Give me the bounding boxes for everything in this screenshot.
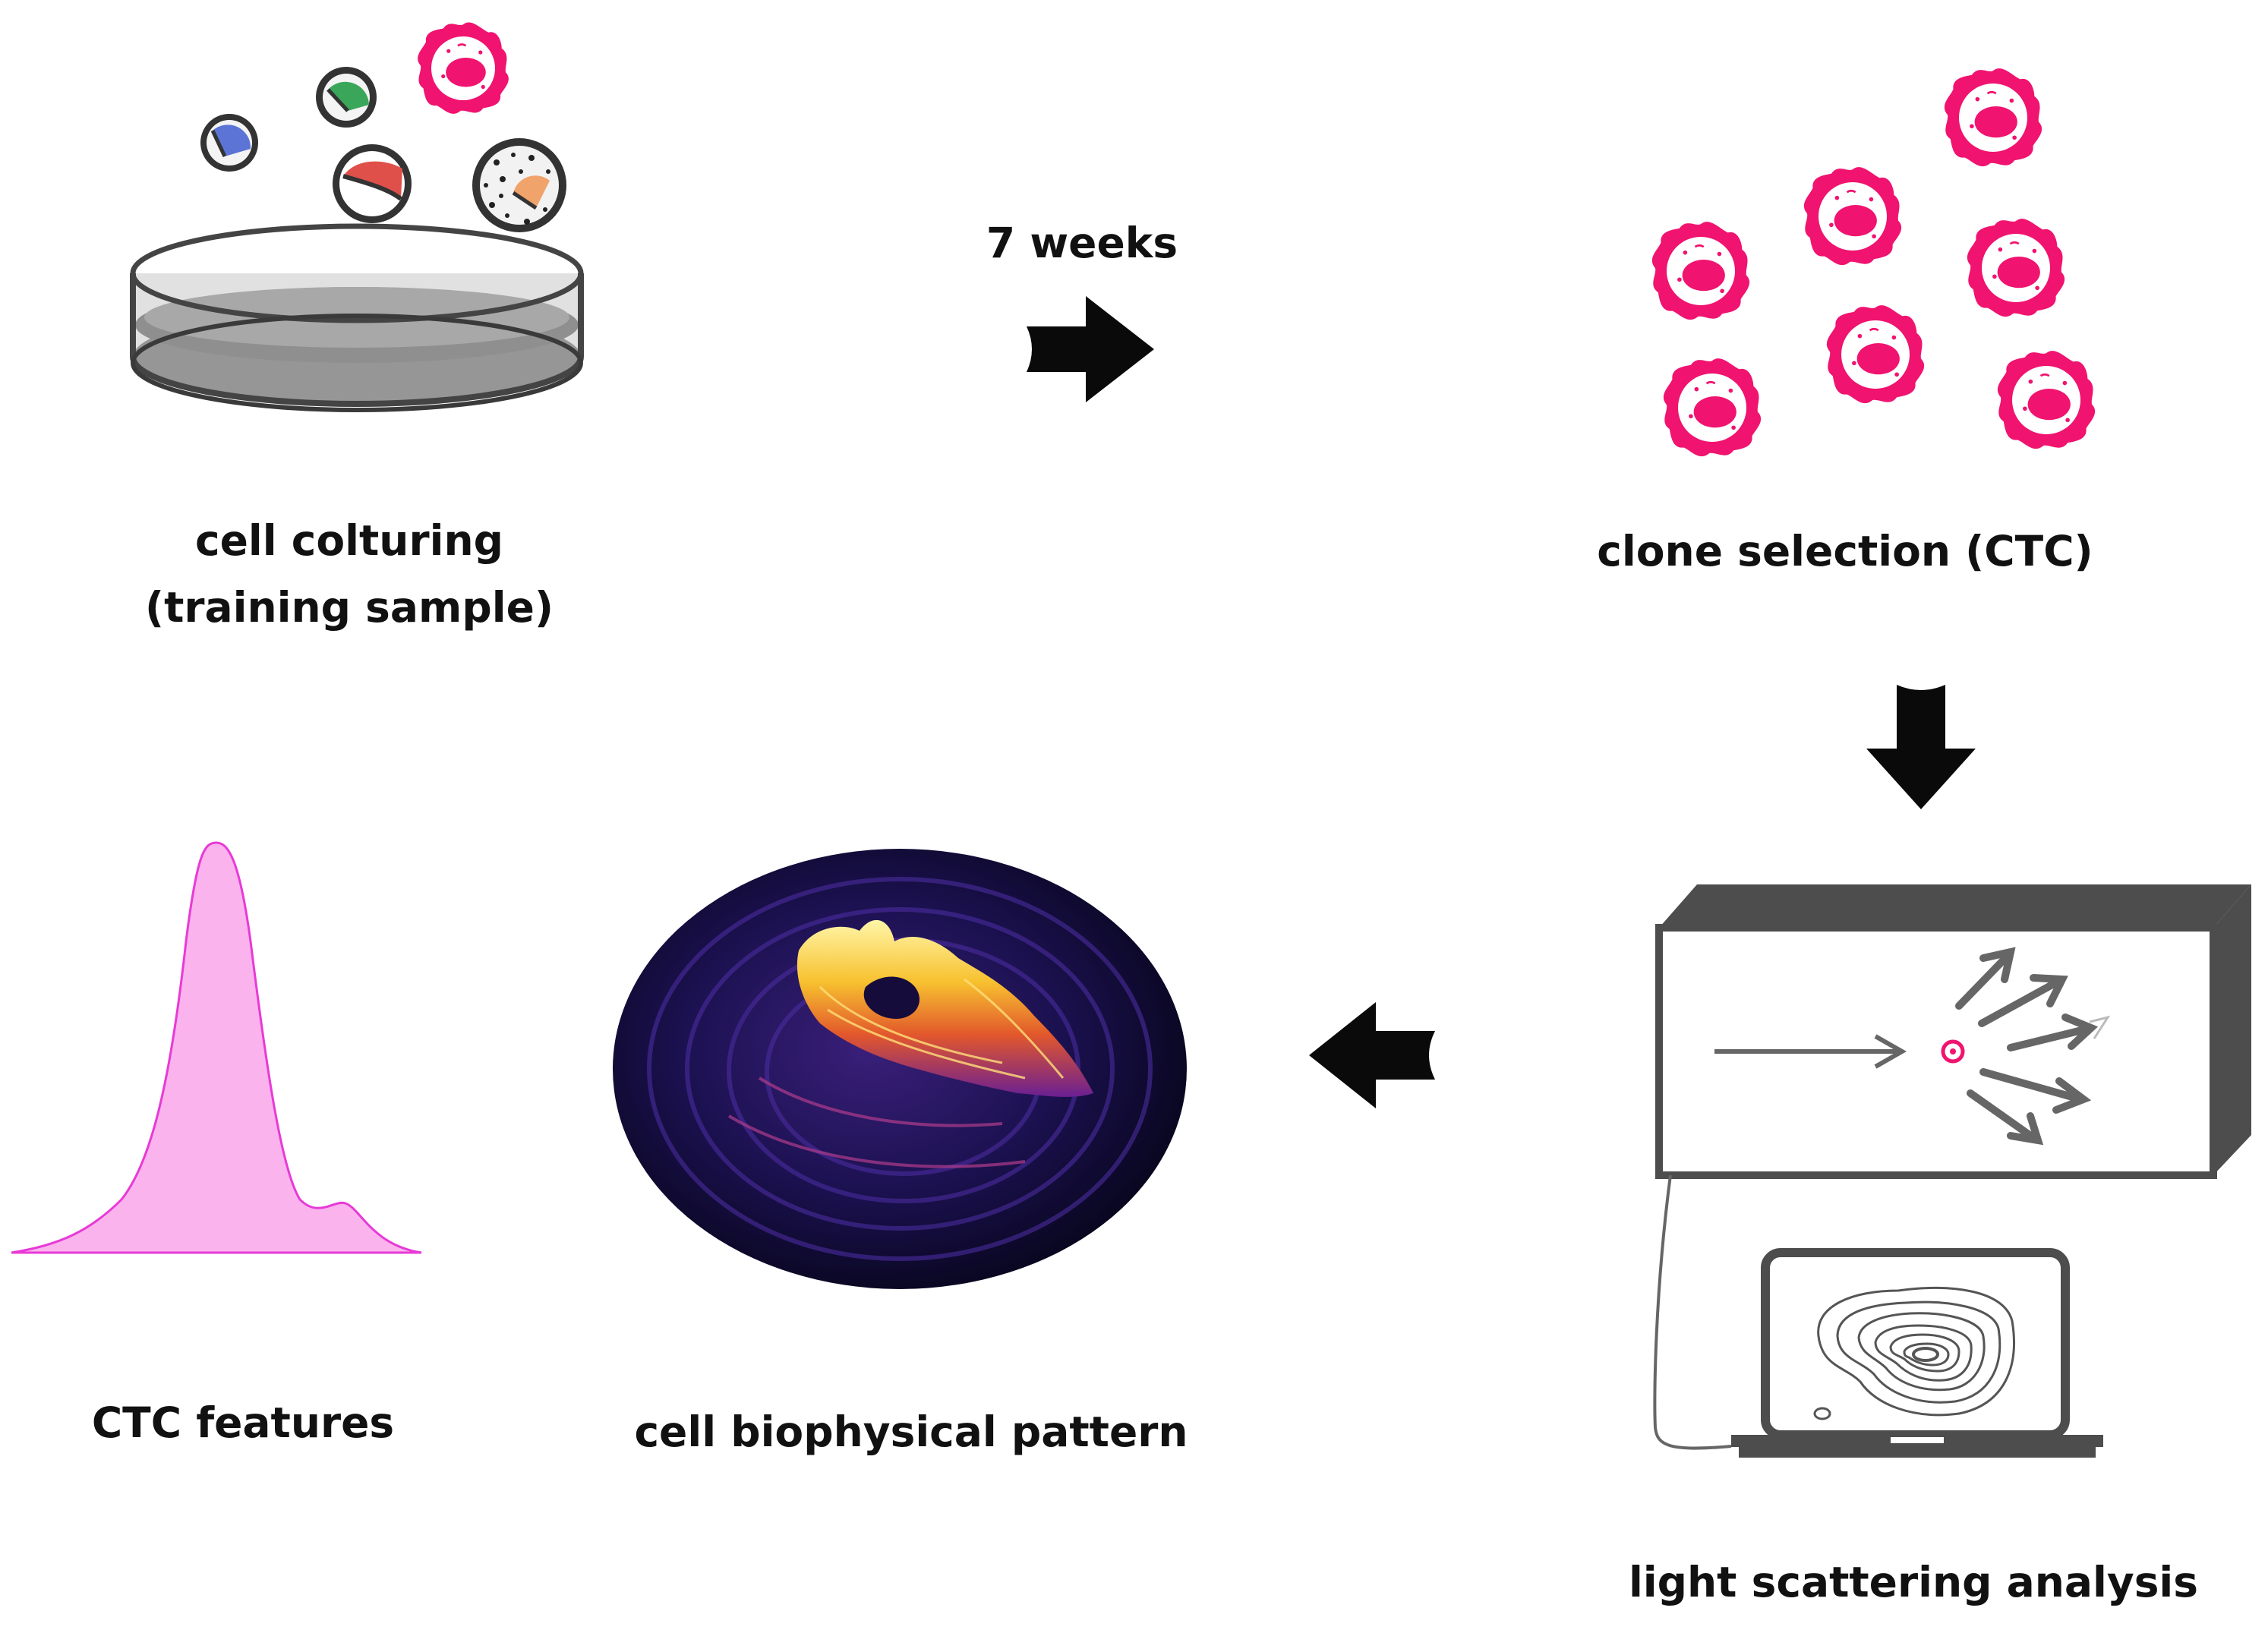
cell-colturing-title: cell colturing [195,516,503,565]
training-sample-subtitle: (training sample) [144,583,554,632]
cell-colturing-label: cell colturing (training sample) [106,507,592,641]
ctc-features-label: CTC features [91,1398,395,1447]
ctc-cell-icon [1651,220,1751,321]
laptop-contour-plot-icon [1731,1248,2103,1458]
speckled-cell-icon [472,138,566,232]
green-cell-icon [316,67,377,128]
ctc-cell-icon [1996,349,2096,450]
light-scattering-device-icon [1655,884,2251,1179]
ctc-cell-icon [1966,217,2066,318]
ctc-cell-icon [1803,166,1903,266]
clone-selection-label: clone selection (CTC) [1597,527,2093,575]
ctc-cell-icon [1825,304,1926,405]
petri-dish-icon [130,223,584,412]
clone-cells [1651,67,2096,458]
red-cell-icon [333,144,412,223]
blue-cell-icon [200,114,258,172]
ctc-cell-icon [416,21,510,115]
biophysical-pattern-label: cell biophysical pattern [634,1408,1188,1456]
flow-arrow-icon [1866,685,1976,809]
ctc-cell-icon [1662,357,1762,458]
feature-distribution-peak [11,841,422,1254]
flow-arrow-icon [1309,1002,1435,1108]
seven-weeks-label: 7 weeks [986,219,1178,267]
light-scattering-label: light scattering analysis [1628,1558,2199,1606]
biophysical-pattern-image [613,849,1187,1289]
ctc-cell-icon [1943,67,2043,168]
device-cable [1653,1174,1732,1450]
flow-arrow-icon [1027,296,1154,402]
